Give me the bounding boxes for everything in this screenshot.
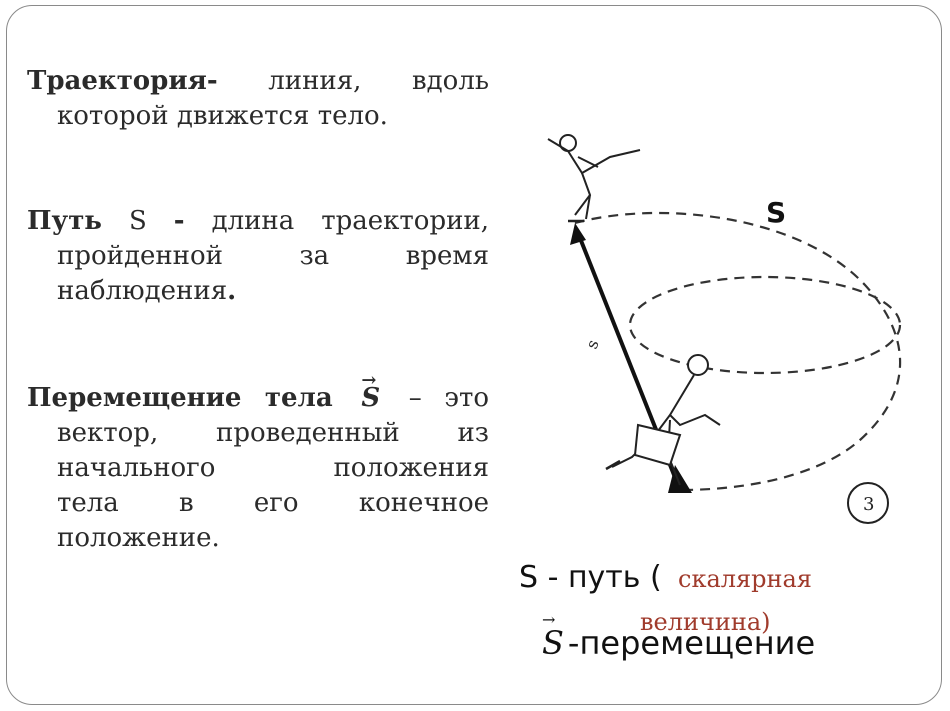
path-text-3-end: . (227, 276, 237, 306)
displacement-definition: Перемещение тела →S – это вектор, провед… (27, 370, 490, 556)
legend-scalar-note-2: величина) (640, 608, 771, 636)
trajectory-text-2: которой движется тело. (57, 101, 388, 131)
displacement-text-5: положение. (57, 523, 220, 553)
legend-vector-symbol: →S (538, 610, 568, 662)
path-text-3: наблюдения (57, 276, 228, 306)
displacement-symbol-letter: S (361, 383, 381, 413)
displacement-term: Перемещение тела (27, 383, 333, 413)
path-term: Путь (27, 206, 102, 236)
path-text-1: длина траектории, (211, 206, 490, 236)
displacement-text-4: тела в его конечное (57, 488, 489, 518)
figure-number: 3 (863, 494, 874, 515)
slide-frame (6, 5, 942, 705)
path-text-2: пройденной за время (57, 241, 489, 271)
legend-vector-text: -перемещение (567, 624, 816, 662)
legend-vector-line: →S-перемещение (538, 610, 816, 662)
legend-vector-arrow-icon: → (542, 610, 556, 629)
displacement-text-1: – это (408, 383, 490, 413)
trajectory-inner-loop (628, 275, 902, 375)
trajectory-term: Траектория- (27, 66, 218, 96)
legend-scalar-note-1: скалярная (678, 565, 812, 593)
vector-label-s: s (582, 337, 603, 351)
legend-path-line: S - путь ( (519, 560, 662, 595)
legend-vector-letter: S (542, 624, 564, 662)
figure-number-circle (847, 482, 889, 524)
path-dash: - (173, 206, 185, 236)
skater-trajectory-figure: s 3 (547, 134, 902, 524)
trajectory-definition: Траектория- линия, вдоль которой движетс… (27, 64, 489, 134)
trajectory-text-1: линия, вдоль (268, 66, 489, 96)
displacement-arrowhead (570, 223, 586, 245)
path-label-s: S (766, 196, 787, 229)
legend-path-text: S - путь ( (519, 560, 662, 595)
upper-skater-icon (547, 134, 641, 223)
displacement-vector-symbol: →S (355, 370, 386, 416)
vector-arrow-icon: → (361, 370, 377, 391)
trajectory-upper-arc (574, 211, 902, 492)
lower-skater-icon (605, 354, 721, 486)
displacement-text-2: вектор, проведенный из (57, 418, 489, 448)
path-definition: Путь S - длина траектории, пройденной за… (27, 204, 489, 309)
displacement-text-3: начального положения (57, 453, 489, 483)
path-symbol: S (128, 206, 147, 236)
